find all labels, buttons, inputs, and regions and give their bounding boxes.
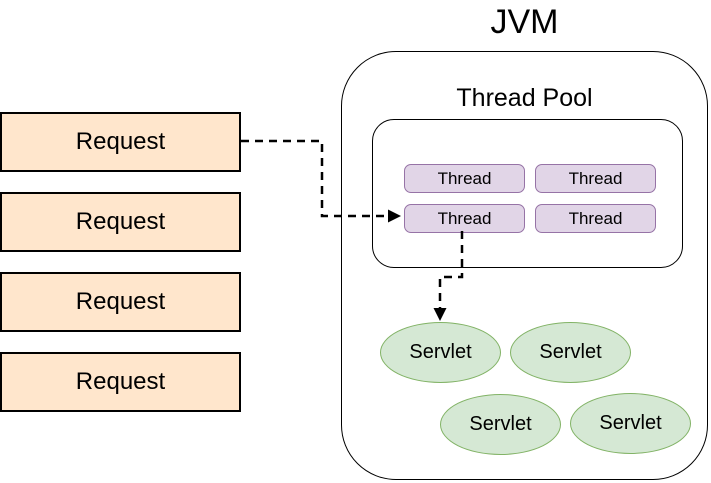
request-node-1: Request [0,112,241,172]
servlet-label: Servlet [599,412,662,434]
thread-label: Thread [437,168,492,188]
thread-node-1: Thread [404,164,525,193]
thread-node-4: Thread [535,204,656,233]
jvm-title: JVM [490,3,559,41]
thread-label: Thread [568,168,623,188]
request-label: Request [75,288,166,315]
jvm-container: Thread Pool Thread Thread Thread Thread [341,51,708,480]
servlet-label: Servlet [539,341,602,363]
thread-node-3: Thread [404,204,525,233]
servlet-node-1: Servlet [380,322,501,383]
thread-node-2: Thread [535,164,656,193]
request-node-2: Request [0,192,241,252]
thread-pool-label: Thread Pool [456,84,593,112]
request-label: Request [75,128,166,155]
request-label: Request [75,368,166,395]
thread-label: Thread [437,208,492,228]
servlet-node-2: Servlet [510,322,631,383]
servlet-node-4: Servlet [570,393,691,454]
servlet-node-3: Servlet [440,394,561,455]
servlet-label: Servlet [409,341,472,363]
request-label: Request [75,208,166,235]
servlet-label: Servlet [469,413,532,435]
thread-label: Thread [568,208,623,228]
request-node-3: Request [0,272,241,332]
request-node-4: Request [0,352,241,412]
thread-pool-container: Thread Thread Thread Thread [372,119,683,268]
